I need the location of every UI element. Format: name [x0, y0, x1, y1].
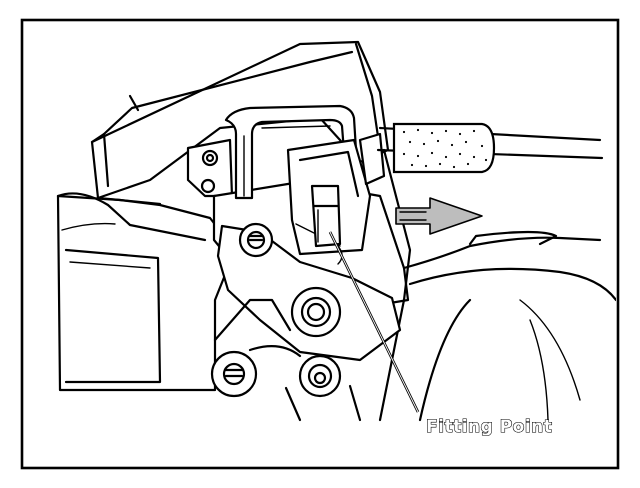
- grip-stipple-dots: [402, 128, 488, 169]
- bracket-plate: [186, 138, 234, 198]
- cable-loop: [224, 104, 358, 200]
- stippled-grip: [392, 122, 496, 174]
- lower-housing-window: [64, 248, 162, 384]
- hinge-clip: [358, 132, 386, 186]
- fitting-point-label: Fitting Point: [426, 417, 552, 437]
- pivot-bolt-lower: [298, 354, 342, 398]
- diagram-frame: [20, 18, 620, 470]
- latch-tab: [310, 184, 342, 248]
- pivot-bolt-left: [210, 350, 258, 398]
- pivot-bolt-upper: [238, 222, 274, 258]
- pivot-bolt-middle: [290, 286, 342, 338]
- arrow-right-icon: [395, 197, 483, 235]
